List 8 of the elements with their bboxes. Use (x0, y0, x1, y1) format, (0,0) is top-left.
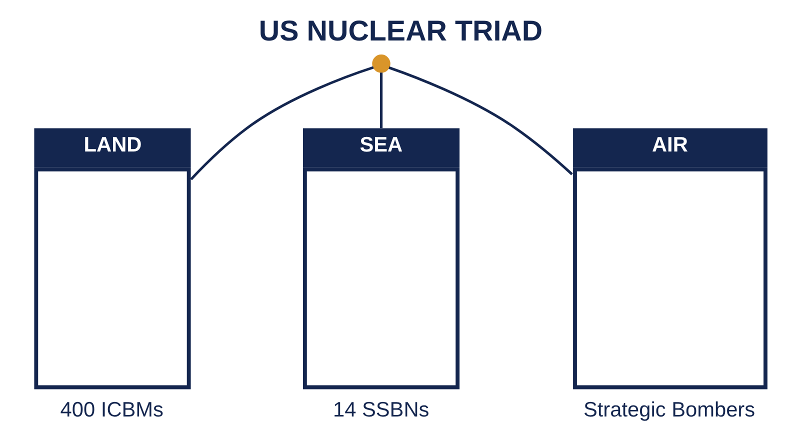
connector (388, 66, 572, 176)
diagram-title: US NUCLEAR TRIAD (258, 15, 542, 48)
connector (190, 66, 374, 180)
connector (379, 72, 382, 128)
node-label: 400 ICBMs (60, 398, 163, 422)
node-label: 14 SSBNs (332, 398, 429, 422)
node-label: Strategic Bombers (582, 398, 755, 422)
node-circle (372, 54, 390, 73)
